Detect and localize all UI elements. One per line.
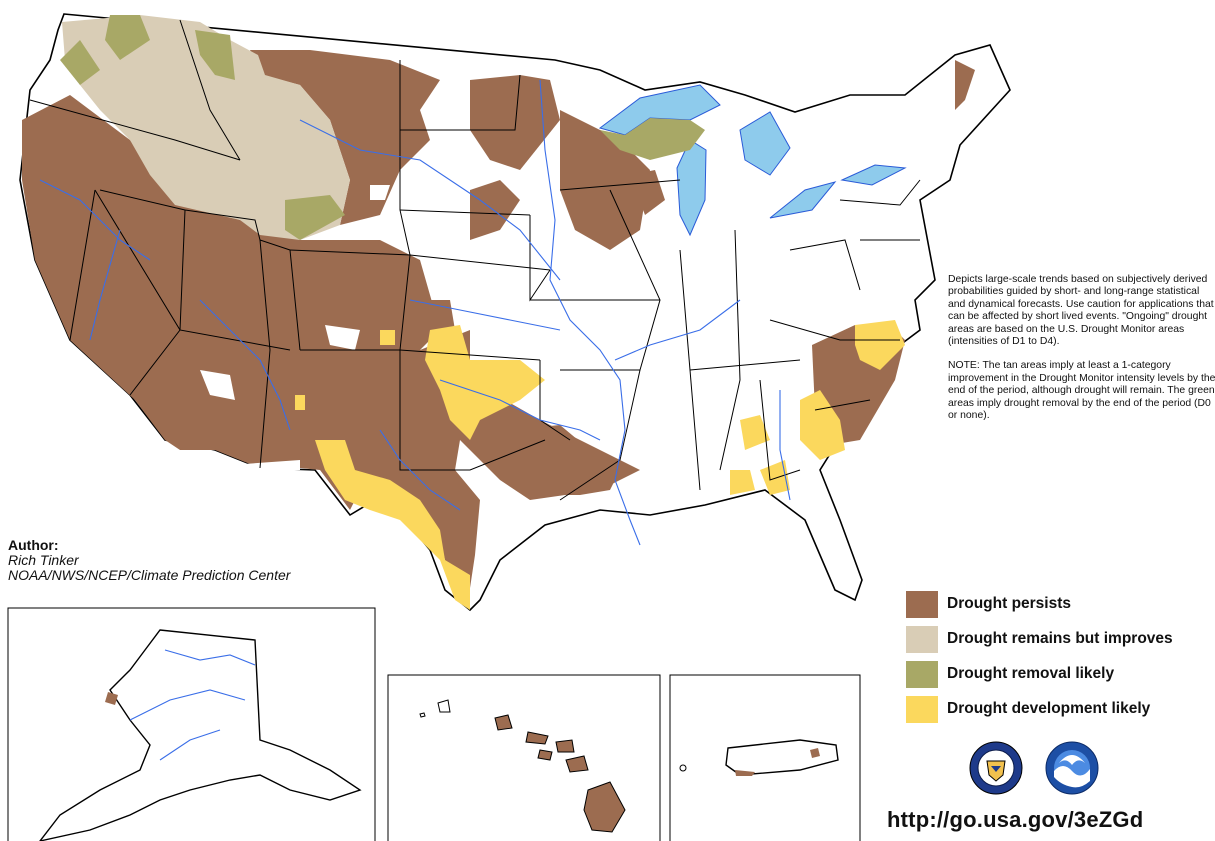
legend-label-persists: Drought persists — [947, 595, 1072, 612]
alaska-drought-area — [105, 692, 118, 705]
author-block: Author: Rich Tinker NOAA/NWS/NCEP/Climat… — [8, 538, 290, 583]
legend-swatch-persists — [906, 590, 938, 618]
author-name: Rich Tinker — [8, 552, 79, 568]
legend-label-improves: Drought remains but improves — [947, 630, 1173, 647]
puerto-rico-inset — [669, 674, 861, 841]
legend-label-removal: Drought removal likely — [947, 665, 1115, 682]
author-org: NOAA/NWS/NCEP/Climate Prediction Center — [8, 567, 291, 583]
hawaii-inset — [387, 674, 661, 841]
state-boundaries — [29, 19, 921, 501]
alaska-outline — [39, 629, 362, 841]
doc-seal-icon — [969, 741, 1023, 795]
description-paragraph-1: Depicts large-scale trends based on subj… — [948, 274, 1214, 348]
author-title: Author: — [8, 537, 59, 553]
puerto-rico-drought-area — [810, 748, 820, 758]
great-lakes — [598, 84, 907, 237]
puerto-rico-outline — [725, 739, 839, 776]
description-paragraph-2: NOTE: The tan areas imply at least a 1-c… — [948, 360, 1215, 422]
noaa-logo-icon — [1045, 741, 1099, 795]
drought-improves-areas — [62, 15, 350, 240]
legend-label-development: Drought development likely — [947, 700, 1151, 717]
map-description: Depicts large-scale trends based on subj… — [948, 274, 1215, 434]
legend-item-persists: Drought persists — [906, 590, 1215, 618]
alaska-inset — [7, 607, 376, 841]
legend-item-removal: Drought removal likely — [906, 660, 1215, 688]
source-url[interactable]: http://go.usa.gov/3eZGd — [887, 807, 1144, 832]
no-drought-holes — [200, 185, 390, 470]
legend-item-improves: Drought remains but improves — [906, 625, 1215, 653]
drought-removal-areas — [60, 15, 705, 240]
legend: Drought persists Drought remains but imp… — [906, 590, 1215, 730]
legend-item-development: Drought development likely — [906, 695, 1215, 723]
legend-swatch-improves — [906, 625, 938, 653]
legend-swatch-development — [906, 695, 938, 723]
rivers — [39, 79, 791, 546]
legend-swatch-removal — [906, 660, 938, 688]
